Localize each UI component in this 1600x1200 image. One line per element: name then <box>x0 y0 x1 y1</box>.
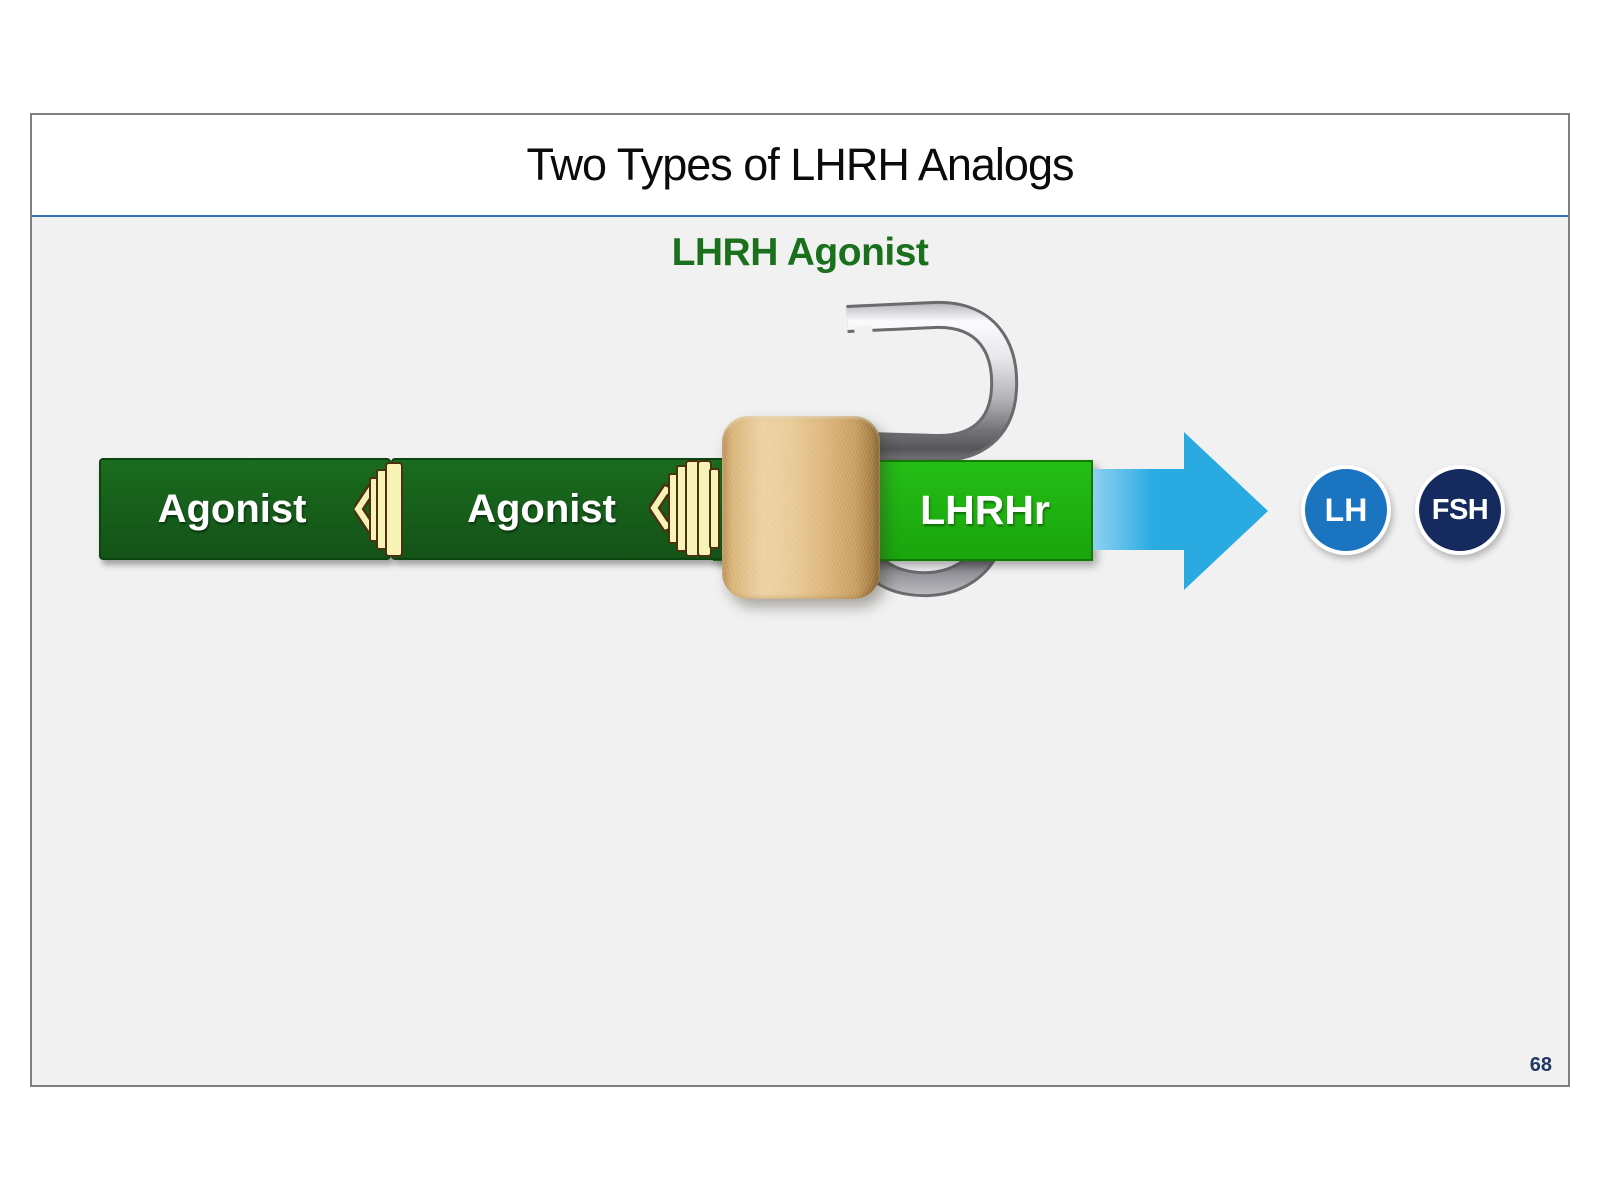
title-divider-line <box>32 215 1568 217</box>
page-number: 68 <box>1529 1054 1552 1076</box>
slide: Two Types of LHRH Analogs LHRH Agonist <box>30 113 1570 1087</box>
slide-content: LHRH Agonist <box>32 217 1568 1085</box>
agonist-label-1: Agonist <box>157 486 307 531</box>
agonist-bar-1: Agonist <box>99 458 391 560</box>
key-icon <box>649 460 720 557</box>
right-arrow-icon <box>1093 432 1268 590</box>
padlock-body-icon <box>722 416 880 599</box>
fsh-hormone-circle: FSH <box>1415 465 1505 555</box>
fsh-label: FSH <box>1431 493 1489 526</box>
lh-label: LH <box>1324 491 1368 528</box>
section-heading: LHRH Agonist <box>671 231 929 274</box>
key-icon <box>354 462 403 557</box>
title-band: Two Types of LHRH Analogs <box>32 115 1568 215</box>
lh-hormone-circle: LH <box>1301 465 1391 555</box>
receptor-label: LHRHr <box>920 487 1050 533</box>
agonist-label-2: Agonist <box>467 486 616 531</box>
slide-title: Two Types of LHRH Analogs <box>526 139 1075 190</box>
